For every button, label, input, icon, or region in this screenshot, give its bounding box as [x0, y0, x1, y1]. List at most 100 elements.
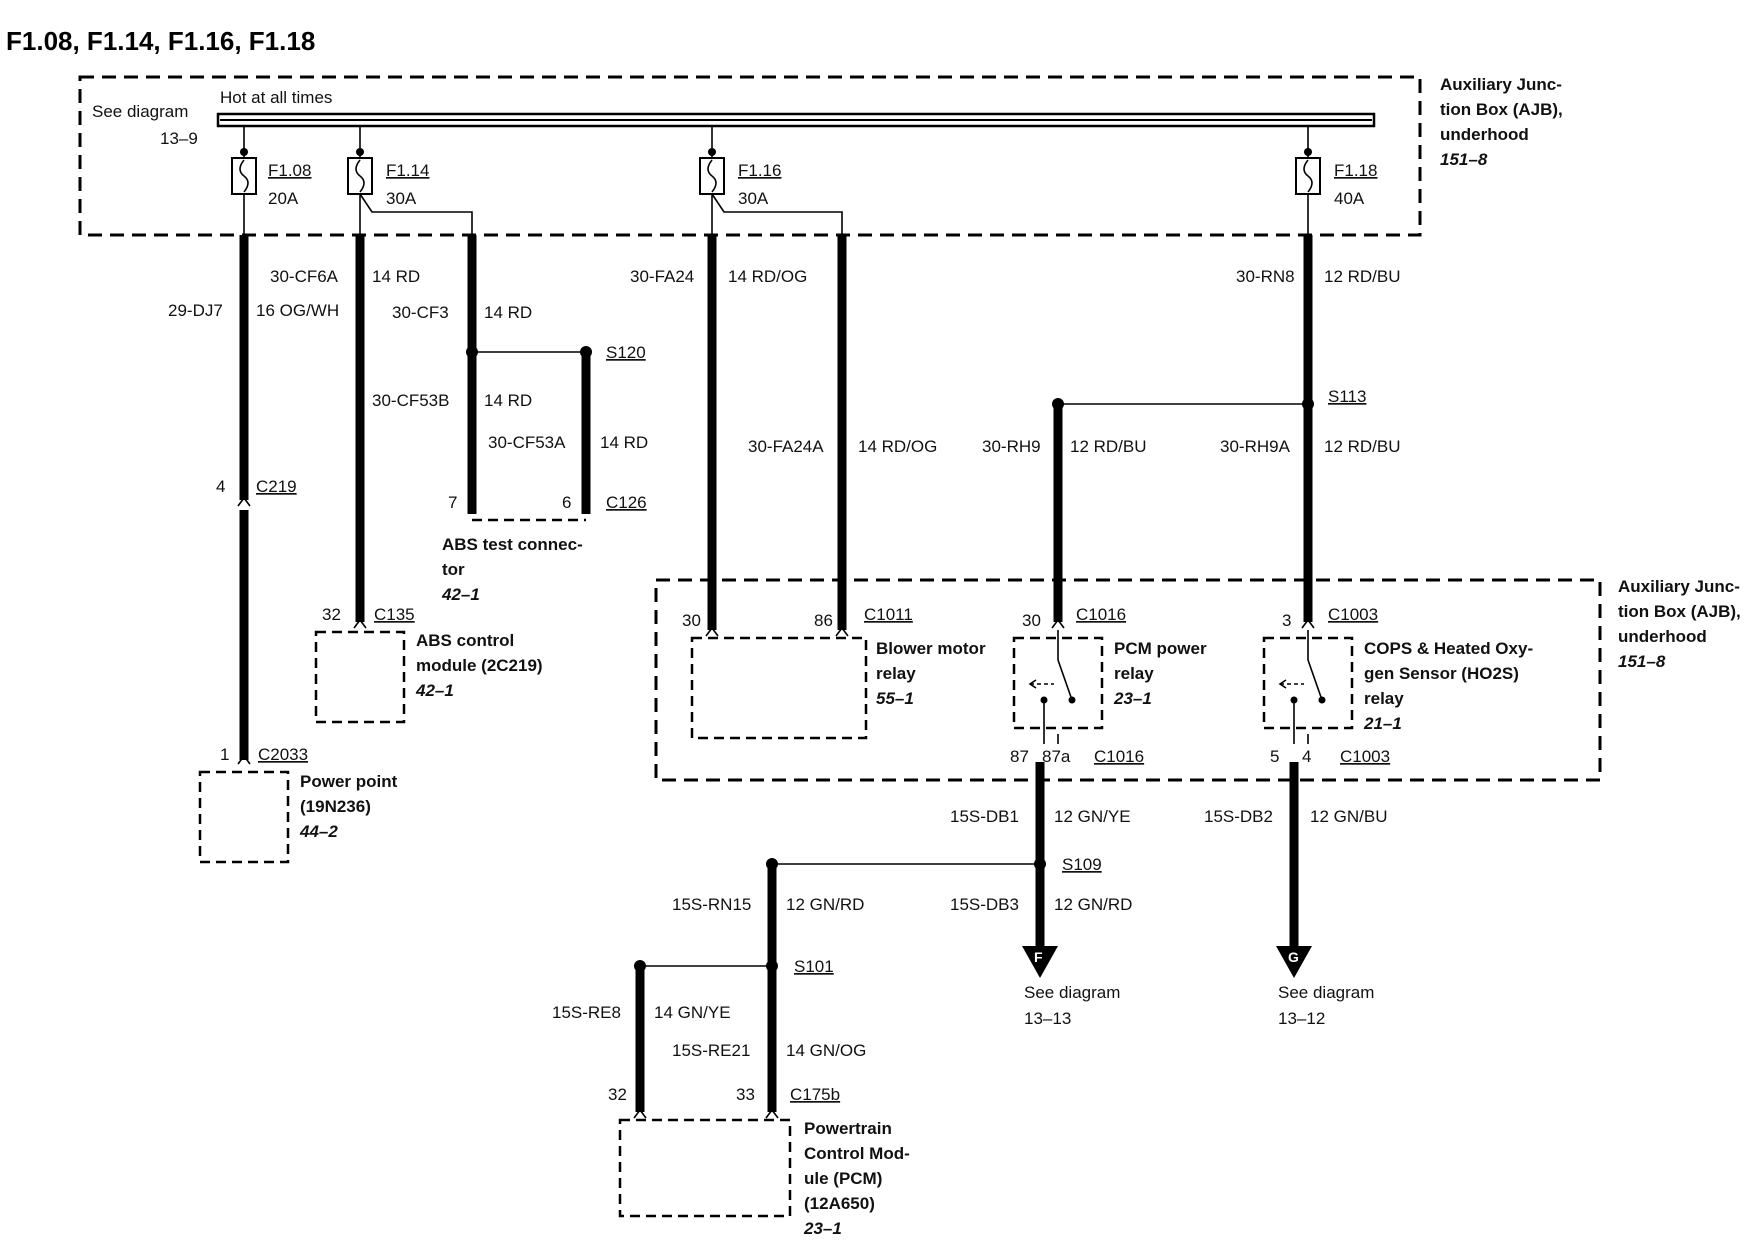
circuit-dj7: 29-DJ7 16 OG/WH 4 C219 — [168, 194, 339, 765]
svg-text:151–8: 151–8 — [1440, 150, 1488, 169]
svg-text:151–8: 151–8 — [1618, 652, 1666, 671]
svg-text:14 RD/OG: 14 RD/OG — [858, 437, 937, 456]
svg-text:Blower motor: Blower motor — [876, 639, 986, 658]
svg-text:C1003: C1003 — [1340, 747, 1390, 766]
svg-text:3: 3 — [1282, 611, 1291, 630]
svg-text:15S-DB1: 15S-DB1 — [950, 807, 1019, 826]
circuit-cf6a: 30-CF6A 14 RD — [270, 194, 420, 629]
svg-text:Power point: Power point — [300, 772, 398, 791]
svg-text:55–1: 55–1 — [876, 689, 914, 708]
svg-text:Auxiliary Junc-: Auxiliary Junc- — [1618, 577, 1740, 596]
svg-text:30-CF53B: 30-CF53B — [372, 391, 449, 410]
svg-text:COPS & Heated Oxy-: COPS & Heated Oxy- — [1364, 639, 1533, 658]
svg-text:87a: 87a — [1042, 747, 1071, 766]
svg-text:S120: S120 — [606, 343, 646, 362]
svg-text:tion Box (AJB),: tion Box (AJB), — [1440, 100, 1563, 119]
svg-text:30A: 30A — [386, 189, 417, 208]
svg-text:4: 4 — [1302, 747, 1311, 766]
svg-text:14 GN/YE: 14 GN/YE — [654, 1003, 731, 1022]
svg-text:PCM power: PCM power — [1114, 639, 1207, 658]
pcm-power-relay: 30 C1016 87 87a C1016 PCM power relay 23… — [1010, 605, 1207, 766]
svg-text:tion Box (AJB),: tion Box (AJB), — [1618, 602, 1741, 621]
svg-text:42–1: 42–1 — [441, 585, 480, 604]
svg-text:(19N236): (19N236) — [300, 797, 371, 816]
svg-text:ule (PCM): ule (PCM) — [804, 1169, 882, 1188]
svg-text:12 RD/BU: 12 RD/BU — [1070, 437, 1147, 456]
ajb-mid-label: Auxiliary Junc- tion Box (AJB), underhoo… — [1618, 577, 1741, 671]
svg-text:13–12: 13–12 — [1278, 1009, 1325, 1028]
svg-text:13–13: 13–13 — [1024, 1009, 1071, 1028]
svg-text:12 GN/RD: 12 GN/RD — [786, 895, 864, 914]
bus-see-ref: 13–9 — [160, 129, 198, 148]
svg-text:30A: 30A — [738, 189, 769, 208]
power-point: 1 C2033 Power point (19N236) 44–2 — [198, 745, 398, 864]
svg-text:40A: 40A — [1334, 189, 1365, 208]
fuse-f118: F1.18 40A — [1295, 126, 1377, 208]
svg-text:23–1: 23–1 — [1113, 689, 1152, 708]
svg-text:30: 30 — [1022, 611, 1041, 630]
svg-text:tor: tor — [442, 560, 465, 579]
svg-text:30-RH9A: 30-RH9A — [1220, 437, 1291, 456]
svg-text:15S-DB2: 15S-DB2 — [1204, 807, 1273, 826]
svg-text:F1.14: F1.14 — [386, 161, 429, 180]
svg-text:33: 33 — [736, 1085, 755, 1104]
svg-text:F1.16: F1.16 — [738, 161, 781, 180]
svg-text:1: 1 — [220, 745, 229, 764]
ajb-top-box — [78, 75, 1422, 237]
svg-text:14 RD: 14 RD — [372, 267, 420, 286]
svg-text:12 RD/BU: 12 RD/BU — [1324, 267, 1401, 286]
circuit-fa24: 30-FA24 14 RD/OG 30-FA24A 14 RD/OG — [630, 193, 937, 637]
svg-text:21–1: 21–1 — [1363, 714, 1402, 733]
svg-text:6: 6 — [562, 493, 571, 512]
svg-text:Auxiliary Junc-: Auxiliary Junc- — [1440, 75, 1562, 94]
svg-text:F: F — [1034, 949, 1043, 965]
svg-text:C135: C135 — [374, 605, 415, 624]
diagram-title: F1.08, F1.14, F1.16, F1.18 — [6, 26, 315, 56]
blower-motor-relay: 30 86 C1011 Blower motor relay 55–1 — [682, 605, 986, 740]
offpage-g: G See diagram 13–12 — [1276, 946, 1374, 1028]
svg-text:14 RD/OG: 14 RD/OG — [728, 267, 807, 286]
svg-text:module (2C219): module (2C219) — [416, 656, 543, 675]
circuit-db2: 15S-DB2 12 GN/BU — [1204, 762, 1387, 950]
svg-text:C1016: C1016 — [1076, 605, 1126, 624]
fuse-f116: F1.16 30A — [699, 126, 781, 208]
svg-text:4: 4 — [216, 477, 225, 496]
svg-text:relay: relay — [1364, 689, 1404, 708]
svg-text:12 RD/BU: 12 RD/BU — [1324, 437, 1401, 456]
svg-text:See diagram: See diagram — [1024, 983, 1120, 1002]
svg-text:(12A650): (12A650) — [804, 1194, 875, 1213]
svg-text:C175b: C175b — [790, 1085, 840, 1104]
svg-text:C219: C219 — [256, 477, 297, 496]
svg-text:15S-RN15: 15S-RN15 — [672, 895, 751, 914]
svg-text:underhood: underhood — [1440, 125, 1529, 144]
svg-text:14 RD: 14 RD — [600, 433, 648, 452]
svg-text:32: 32 — [322, 605, 341, 624]
svg-text:44–2: 44–2 — [299, 822, 338, 841]
svg-text:underhood: underhood — [1618, 627, 1707, 646]
pcm-module: 32 33 C175b Powertrain Control Mod- ule … — [608, 1085, 910, 1238]
svg-text:30-FA24: 30-FA24 — [630, 267, 694, 286]
svg-text:S109: S109 — [1062, 855, 1102, 874]
svg-text:5: 5 — [1270, 747, 1279, 766]
svg-text:32: 32 — [608, 1085, 627, 1104]
svg-text:30-RH9: 30-RH9 — [982, 437, 1041, 456]
fuse-f114: F1.14 30A — [347, 126, 429, 208]
abs-control-module: 32 C135 ABS control module (2C219) 42–1 — [314, 605, 543, 724]
svg-text:12 GN/RD: 12 GN/RD — [1054, 895, 1132, 914]
svg-text:C2033: C2033 — [258, 745, 308, 764]
svg-text:12 GN/YE: 12 GN/YE — [1054, 807, 1131, 826]
bus-see-diagram: See diagram — [92, 102, 188, 121]
abs-test-connector: 7 6 C126 ABS test connec- tor 42–1 — [441, 493, 647, 604]
svg-text:12 GN/BU: 12 GN/BU — [1310, 807, 1387, 826]
svg-text:14 GN/OG: 14 GN/OG — [786, 1041, 866, 1060]
svg-text:S101: S101 — [794, 957, 834, 976]
svg-text:29-DJ7: 29-DJ7 — [168, 301, 223, 320]
svg-text:C1016: C1016 — [1094, 747, 1144, 766]
svg-text:16 OG/WH: 16 OG/WH — [256, 301, 339, 320]
svg-text:relay: relay — [1114, 664, 1154, 683]
svg-text:30-FA24A: 30-FA24A — [748, 437, 824, 456]
svg-text:42–1: 42–1 — [415, 681, 454, 700]
svg-text:15S-DB3: 15S-DB3 — [950, 895, 1019, 914]
svg-text:30: 30 — [682, 611, 701, 630]
svg-text:23–1: 23–1 — [803, 1219, 842, 1238]
